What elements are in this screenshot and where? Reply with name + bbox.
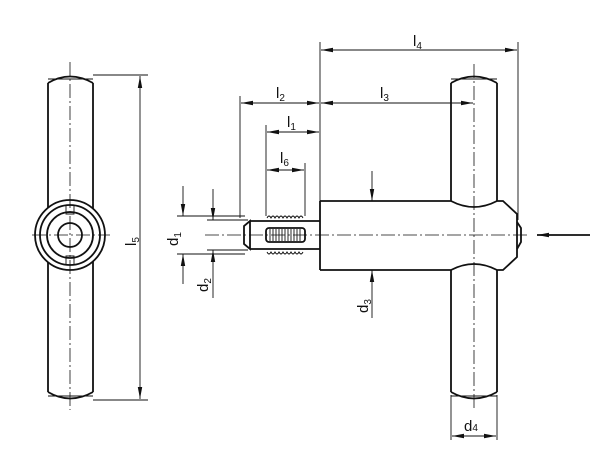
svg-text:l1: l1 [287, 114, 296, 133]
label-d1-sub: 1 [173, 232, 184, 238]
dimension-d3: d3 [355, 171, 375, 318]
label-d3-sub: 3 [363, 299, 374, 305]
label-d4-sub: 4 [472, 423, 478, 434]
dimension-d4: d4 [450, 395, 498, 440]
label-l3-main: l [380, 85, 383, 102]
end-view [32, 62, 110, 410]
svg-text:l4: l4 [413, 33, 422, 52]
side-view [205, 64, 530, 410]
label-d2-main: d [195, 284, 212, 292]
label-d3-main: d [355, 305, 372, 313]
label-d2-sub: 2 [203, 278, 214, 284]
svg-text:l2: l2 [276, 85, 285, 104]
svg-text:d2: d2 [195, 278, 214, 292]
dimension-l6: l6 [267, 150, 306, 216]
label-l6-main: l [280, 150, 283, 167]
dimension-l2-l3: l2 l3 [239, 85, 473, 218]
svg-text:d1: d1 [165, 232, 184, 246]
label-l1-main: l [287, 114, 290, 131]
svg-text:l6: l6 [280, 150, 289, 169]
svg-text:l3: l3 [380, 85, 389, 104]
label-l5-main: l [123, 243, 140, 246]
label-l6-sub: 6 [283, 158, 289, 169]
label-d1-main: d [165, 238, 182, 246]
svg-text:l5: l5 [123, 237, 142, 246]
label-l5-sub: 5 [131, 237, 142, 243]
dimension-l1: l1 [265, 114, 319, 216]
label-d4-main: d [464, 418, 472, 435]
dimension-d2: d2 [195, 189, 248, 298]
label-l2-main: l [276, 85, 279, 102]
dimension-l5: l5 [93, 74, 148, 401]
label-l4-sub: 4 [416, 41, 422, 52]
label-l3-sub: 3 [383, 93, 389, 104]
label-l4-main: l [413, 33, 416, 50]
dimension-l4: l4 [319, 33, 519, 220]
label-l1-sub: 1 [290, 122, 296, 133]
svg-text:d3: d3 [355, 299, 374, 313]
svg-text:d4: d4 [464, 418, 478, 435]
label-l2-sub: 2 [279, 93, 285, 104]
